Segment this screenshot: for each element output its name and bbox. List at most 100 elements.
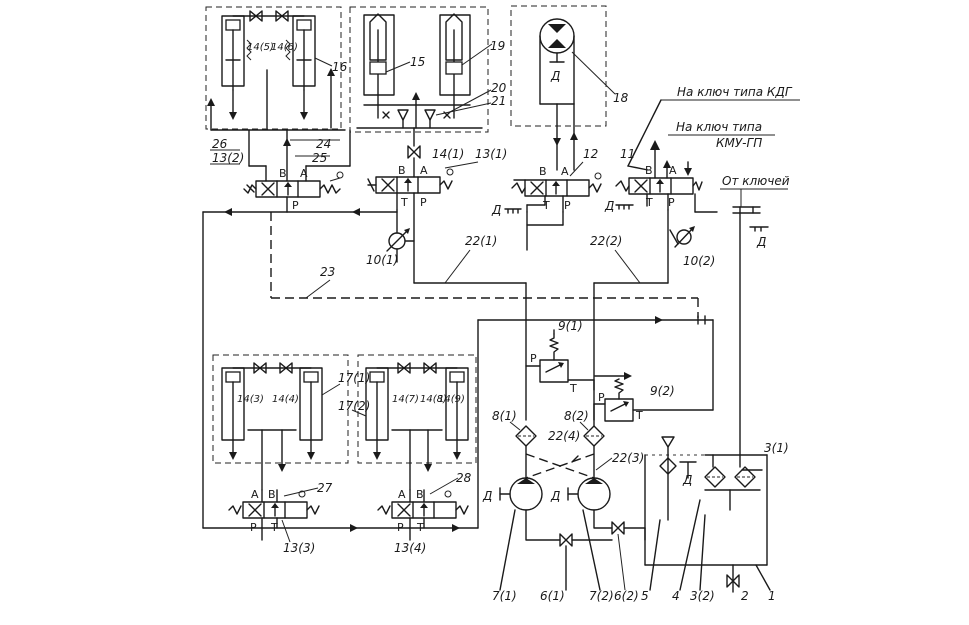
label-18: 18 (613, 91, 629, 105)
port-t-13-1: T (400, 196, 408, 209)
drain-line-23 (270, 212, 699, 318)
port-p-9-1: P (530, 352, 537, 365)
pump-7-2: Д (550, 477, 646, 591)
label-14-3: 14(3) (237, 394, 264, 405)
port-t-9-2: T (635, 409, 643, 422)
tank-drain-letter: Д (682, 473, 692, 487)
label-14-9: 14(9) (438, 394, 465, 405)
main-lines-upper (202, 193, 718, 529)
valve-11: B A T P Д (604, 99, 703, 213)
label-19: 19 (490, 39, 505, 53)
label-11: 11 (620, 147, 635, 161)
port-a-11: A (669, 164, 677, 177)
port-b-13-4: B (416, 488, 424, 501)
label-27: 27 (317, 481, 333, 495)
label-17-1: 17(1) (338, 371, 370, 385)
cylinder-group-17-2 (357, 354, 477, 491)
label-23: 23 (320, 265, 335, 279)
label-6-1: 6(1) (540, 589, 565, 603)
label-4: 4 (672, 589, 680, 603)
pump-7-1: Д (482, 477, 613, 591)
label-10-2: 10(2) (683, 254, 715, 268)
port-p-13-1: P (420, 196, 427, 209)
label-14-4: 14(4) (272, 394, 299, 405)
drain-letter-12: Д (491, 203, 501, 217)
drain-letter-11: Д (604, 199, 614, 213)
port-p-12: P (564, 199, 571, 212)
label-22-1: 22(1) (465, 234, 497, 248)
label-13-2: 13(2) (212, 151, 244, 165)
label-7-1: 7(1) (492, 589, 517, 603)
port-b-13-1: B (398, 164, 406, 177)
filter-8-2 (583, 403, 605, 479)
label-25: 25 (312, 151, 327, 165)
valve-13-2: B A P (243, 129, 351, 213)
label-8-1: 8(1) (492, 409, 517, 423)
valve-12: B A T P Д (491, 165, 602, 217)
label-1: 1 (768, 589, 776, 603)
relief-valve-9-2: P T (593, 372, 714, 422)
motor-letter: Д (550, 69, 560, 83)
label-16: 16 (332, 60, 348, 74)
port-t-9-1: T (569, 382, 577, 395)
filter-8-1 (515, 425, 537, 479)
from-tongs-connection: Д (732, 206, 769, 456)
label-22-2: 22(2) (590, 234, 622, 248)
label-24: 24 (316, 137, 331, 151)
label-13-3: 13(3) (283, 541, 315, 555)
label-12: 12 (583, 147, 598, 161)
cylinder-group-15-19 (349, 6, 489, 133)
port-a-13-4: A (398, 488, 406, 501)
label-3-2: 3(2) (690, 589, 715, 603)
port-p-9-2: P (598, 391, 605, 404)
label-10-1: 10(1) (366, 253, 398, 267)
annotation-kmu-1: На ключ типа (676, 120, 762, 134)
port-p-13-2: P (292, 199, 299, 212)
label-14-7: 14(7) (392, 394, 419, 405)
port-a-13-2: A (300, 167, 308, 180)
reservoir-1: Д (644, 436, 771, 593)
port-b-13-2: B (279, 167, 287, 180)
pump-drain-letter-7-2: Д (550, 489, 560, 503)
port-b-12: B (539, 165, 547, 178)
label-13-4: 13(4) (394, 541, 426, 555)
cylinder-group-16 (205, 6, 346, 131)
label-26: 26 (212, 137, 228, 151)
reference-labels: 14(5) 14(6) 16 15 19 20 21 18 26 13(2) 2… (210, 39, 789, 603)
port-t-12: T (542, 199, 550, 212)
port-b-13-3: B (268, 488, 276, 501)
label-6-2: 6(2) (614, 589, 639, 603)
port-b-11: B (645, 164, 653, 177)
label-3-1: 3(1) (764, 441, 789, 455)
label-14-6: 14(6) (271, 42, 298, 53)
annotation-kdg: На ключ типа КДГ (677, 85, 793, 99)
label-7-2: 7(2) (589, 589, 614, 603)
label-15: 15 (410, 55, 425, 69)
annotation-kmu-2: КМУ-ГП (716, 136, 762, 150)
label-17-2: 17(2) (338, 399, 370, 413)
label-9-2: 9(2) (650, 384, 675, 398)
label-2: 2 (741, 589, 749, 603)
label-9-1: 9(1) (558, 319, 583, 333)
label-14-5: 14(5) (247, 42, 274, 53)
port-a-12: A (561, 165, 569, 178)
relief-valve-9-1: P T (525, 329, 595, 395)
hydromotor-18: Д (510, 5, 607, 171)
label-28: 28 (456, 471, 472, 485)
label-22-4: 22(4) (548, 429, 580, 443)
main-lines-lower (202, 524, 479, 541)
valve-13-1: B A T P (367, 127, 454, 284)
port-t-11: T (645, 196, 653, 209)
label-14-1: 14(1) (432, 147, 464, 161)
annotation-from-tongs: От ключей (722, 174, 790, 188)
drain-letter-tongs: Д (756, 235, 766, 249)
label-13-1: 13(1) (475, 147, 507, 161)
label-20: 20 (491, 81, 507, 95)
label-5: 5 (641, 589, 649, 603)
label-21: 21 (491, 94, 506, 108)
port-a-13-3: A (251, 488, 259, 501)
cylinder-group-17-1 (212, 354, 349, 491)
label-8-2: 8(2) (564, 409, 589, 423)
port-p-11: P (668, 196, 675, 209)
